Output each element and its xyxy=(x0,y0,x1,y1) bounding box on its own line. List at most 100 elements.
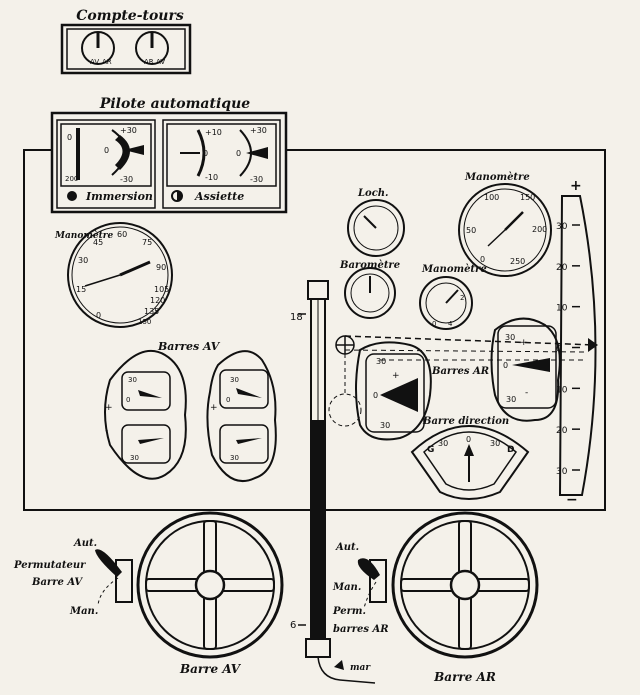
svg-text:+30: +30 xyxy=(250,126,267,135)
right-switch-man: Man. xyxy=(332,582,361,593)
svg-text:G: G xyxy=(427,445,434,455)
mar-label: mar xyxy=(350,663,371,673)
pilote-title: Pilote automatique xyxy=(99,96,250,112)
svg-text:AV: AV xyxy=(156,58,165,66)
left-switch-aut: Aut. xyxy=(73,538,97,549)
helm-wheel-ar[interactable] xyxy=(391,511,539,659)
svg-text:0: 0 xyxy=(466,435,471,444)
compte-tours-frame xyxy=(60,23,192,75)
barres-av-housing-left: + 30 0 - 30 xyxy=(104,350,187,480)
right-switch-perm: Perm. xyxy=(332,606,366,617)
mar-arrow-icon xyxy=(334,660,344,670)
left-switch-permutateur: Permutateur xyxy=(13,560,86,571)
barres-av-housing-right: 30 0 + 30 xyxy=(206,350,277,483)
svg-text:150: 150 xyxy=(138,318,151,326)
immersion-indicator: 0 200 +30 0 -30 xyxy=(60,123,152,187)
svg-text:-: - xyxy=(525,388,528,398)
depth-scale-bar xyxy=(558,195,597,496)
svg-text:105: 105 xyxy=(154,285,169,294)
svg-text:+: + xyxy=(392,371,400,381)
svg-text:30: 30 xyxy=(380,421,390,430)
manometre-right-gauge: 0 50 100 150 200 250 xyxy=(458,183,552,277)
svg-text:30: 30 xyxy=(490,439,500,448)
depth-tick-label: 10 xyxy=(556,385,568,395)
svg-text:75: 75 xyxy=(142,238,152,247)
svg-text:AV: AV xyxy=(90,58,99,66)
svg-text:0: 0 xyxy=(236,149,241,158)
svg-text:+: + xyxy=(105,403,113,413)
right-switch-plate xyxy=(369,559,387,603)
helm-wheel-av[interactable] xyxy=(136,511,284,659)
svg-text:30: 30 xyxy=(505,333,515,342)
immersion-label: Immersion xyxy=(85,190,153,203)
svg-text:AR: AR xyxy=(144,58,154,66)
manometre-left-label: Manomètre xyxy=(54,230,113,241)
depth-minus: − xyxy=(566,492,578,508)
svg-text:30: 30 xyxy=(230,454,239,462)
barometre-gauge xyxy=(344,267,396,319)
svg-text:0: 0 xyxy=(226,396,230,404)
column-top-label: 18 xyxy=(290,312,303,323)
svg-text:30: 30 xyxy=(376,357,386,366)
depth-tick-label: 30 xyxy=(556,467,568,477)
svg-text:0: 0 xyxy=(432,320,436,328)
right-switch-lever[interactable] xyxy=(357,558,380,580)
wheel-av-label: Barre AV xyxy=(179,662,242,676)
svg-text:15: 15 xyxy=(76,285,86,294)
svg-text:250: 250 xyxy=(510,257,525,266)
rpm-gauge-left: AV AR xyxy=(81,31,115,66)
svg-text:0: 0 xyxy=(503,361,508,370)
loch-label: Loch. xyxy=(357,188,389,199)
barres-ar-label: Barres AR xyxy=(431,366,489,377)
wheel-ar-label: Barre AR xyxy=(433,670,496,684)
barre-direction-gauge: G 30 0 30 D xyxy=(410,425,530,500)
svg-text:120: 120 xyxy=(150,296,165,305)
svg-text:D: D xyxy=(507,445,514,455)
svg-text:-10: -10 xyxy=(205,173,218,182)
left-switch-lever[interactable] xyxy=(95,549,122,577)
svg-text:200: 200 xyxy=(65,175,78,183)
svg-text:+: + xyxy=(210,403,218,413)
svg-text:0: 0 xyxy=(480,255,485,264)
manometre-left-gauge: 0 15 30 45 60 75 90 105 120 135 150 xyxy=(67,222,173,328)
manometre-small-label: Manomètre xyxy=(421,264,487,275)
svg-text:100: 100 xyxy=(484,193,499,202)
barometre-label: Baromètre xyxy=(339,260,400,271)
assiette-indicator: +10 0 -10 +30 0 -30 xyxy=(166,123,277,187)
column-bottom-label: 6 xyxy=(290,620,296,631)
svg-text:45: 45 xyxy=(93,238,103,247)
svg-text:+10: +10 xyxy=(205,128,222,137)
svg-text:30: 30 xyxy=(128,376,137,384)
column-top-cap xyxy=(307,280,329,300)
rpm-gauge-right: AR AV xyxy=(135,31,169,66)
left-switch-barre: Barre AV xyxy=(31,577,83,588)
manometre-right-label: Manomètre xyxy=(464,172,530,183)
barres-ar-right-housing: 30 + 0 30 - xyxy=(490,317,561,422)
svg-text:90: 90 xyxy=(156,263,166,272)
svg-text:135: 135 xyxy=(144,307,159,316)
svg-text:150: 150 xyxy=(520,193,535,202)
compte-tours-title: Compte-tours xyxy=(76,8,184,24)
pilote-frame xyxy=(50,111,288,214)
svg-text:0: 0 xyxy=(373,391,378,400)
assiette-label: Assiette xyxy=(194,190,244,203)
depth-column-fill xyxy=(312,420,324,639)
column-bottom-cap xyxy=(305,638,331,658)
svg-text:0: 0 xyxy=(67,133,72,142)
svg-text:30: 30 xyxy=(230,376,239,384)
svg-text:0: 0 xyxy=(96,311,101,320)
svg-text:-30: -30 xyxy=(120,175,133,184)
svg-text:30: 30 xyxy=(506,395,516,404)
svg-text:4: 4 xyxy=(448,320,453,328)
right-switch-aut: Aut. xyxy=(335,542,359,553)
svg-text:0: 0 xyxy=(104,146,109,155)
barre-direction-label: Barre direction xyxy=(422,416,509,427)
svg-text:+30: +30 xyxy=(120,126,137,135)
svg-text:60: 60 xyxy=(117,230,127,239)
immersion-knob[interactable] xyxy=(67,191,77,201)
depth-plus: + xyxy=(570,178,582,194)
left-switch-man: Man. xyxy=(69,606,98,617)
depth-tick-label: 20 xyxy=(556,426,568,436)
right-switch-barres: barres AR xyxy=(333,624,389,635)
